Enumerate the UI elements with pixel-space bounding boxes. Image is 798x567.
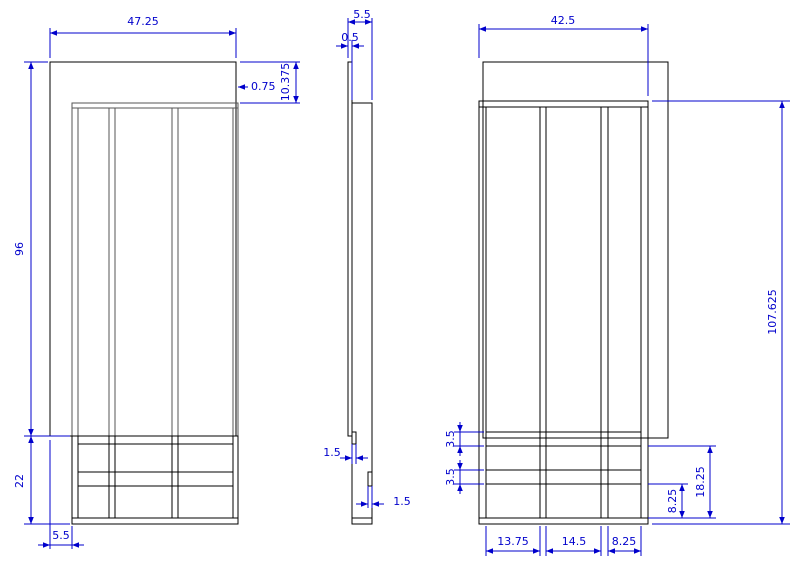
dim-rear-lower-rail: 8.25 <box>666 489 679 514</box>
rear-slats <box>486 431 641 485</box>
side-view: 5.5 0.5 1.5 1.5 <box>323 8 411 525</box>
rear-frame <box>478 100 649 525</box>
side-notch-lower <box>367 471 373 487</box>
dim-side-depth: 5.5 <box>353 8 371 21</box>
front-lower-section <box>71 435 239 525</box>
dim-rear-bay-2: 14.5 <box>562 535 587 548</box>
front-view: 47.25 0.75 10.375 96 22 5.5 <box>13 15 300 549</box>
dim-front-top-rail: 10.375 <box>279 63 292 102</box>
rear-verticals <box>485 107 642 518</box>
dim-front-top-gap: 0.75 <box>251 80 276 93</box>
dim-rear-slat-2: 3.5 <box>444 468 457 486</box>
side-notch-upper <box>351 431 357 445</box>
dim-side-panel: 0.5 <box>341 31 359 44</box>
dim-front-width: 47.25 <box>127 15 159 28</box>
front-verticals <box>77 108 234 436</box>
dim-front-bottom: 22 <box>13 474 26 488</box>
rear-view: 42.5 107.625 18.25 8.25 3.5 3.5 <box>444 14 790 556</box>
dim-front-offset: 5.5 <box>52 529 70 542</box>
dim-rear-height: 107.625 <box>766 289 779 335</box>
rear-panel-outline <box>482 61 669 439</box>
dim-rear-bay-1: 13.75 <box>497 535 529 548</box>
dim-side-lower-left: 1.5 <box>323 446 341 459</box>
dim-rear-upper-rail: 18.25 <box>694 466 707 498</box>
dim-rear-width: 42.5 <box>551 14 576 27</box>
dim-front-height: 96 <box>13 242 26 256</box>
dim-side-lower-right: 1.5 <box>393 495 411 508</box>
dim-rear-bay-3: 8.25 <box>612 535 637 548</box>
side-body <box>351 102 373 525</box>
front-inner-frame <box>71 102 239 437</box>
dim-rear-slat-1: 3.5 <box>444 430 457 448</box>
side-back-panel <box>347 61 353 437</box>
